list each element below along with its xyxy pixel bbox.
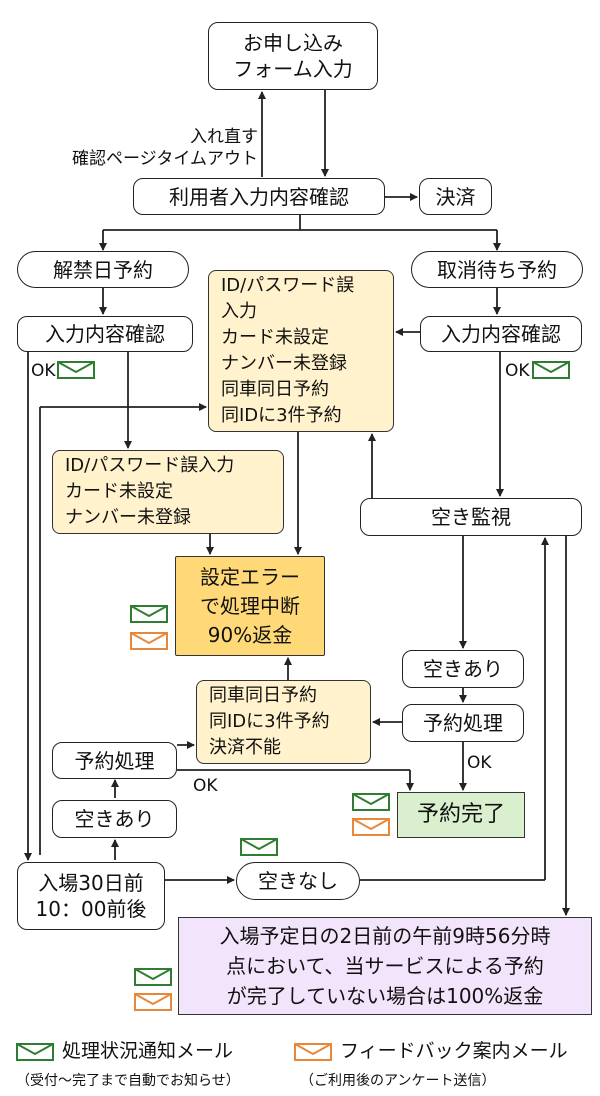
input-confirm-left-node: 入力内容確認 [17,316,193,352]
setting-error-node: 設定エラー で処理中断 90%返金 [175,556,325,656]
error-list-top-node: ID/パスワード誤 入力 カード未設定 ナンバー未登録 同車同日予約 同IDに3… [208,270,394,432]
feedback-mail-icon [134,993,172,1011]
feedback-mail-icon [352,818,390,836]
unlock-day-reservation-node: 解禁日予約 [17,251,189,288]
available-right-node: 空きあり [402,650,524,688]
cancellation-wait-reservation-node: 取消待ち予約 [411,251,583,288]
ok-reserve-label: OK [467,753,492,773]
feedback-mail-icon [130,632,168,650]
user-input-confirm-node: 利用者入力内容確認 [133,178,385,215]
status-mail-icon [134,968,172,986]
form-input-node: お申し込み フォーム入力 [208,22,378,90]
ok-mid-label: OK [193,776,218,796]
reserve-process-right-node: 予約処理 [402,704,524,742]
legend-feedback-mail-subtitle: （ご利用後のアンケート送信） [300,1073,496,1089]
error-list-bottom-node: 同車同日予約 同IDに3件予約 決済不能 [196,680,371,764]
available-left-node: 空きあり [52,800,177,838]
entry-30-days-node: 入場30日前 10：00前後 [17,862,165,930]
status-mail-icon [130,605,168,623]
vacancy-monitor-node: 空き監視 [360,498,582,536]
status-mail-icon [240,838,278,856]
legend-status-mail-title: 処理状況通知メール [62,1040,234,1062]
input-confirm-right-node: 入力内容確認 [420,316,582,352]
status-mail-icon [57,361,95,379]
no-vacancy-node: 空きなし [236,862,360,900]
ok-left-label: OK [31,361,56,381]
legend-feedback-mail-icon [294,1043,332,1061]
payment-node: 決済 [419,178,492,215]
legend-status-mail-icon [16,1043,54,1061]
error-list-mid-node: ID/パスワード誤入力 カード未設定 ナンバー未登録 [52,450,284,534]
status-mail-icon [352,793,390,811]
status-mail-icon [532,361,570,379]
refund-note-node: 入場予定日の2日前の午前9時56分時 点において、当サービスによる予約 が完了し… [178,917,592,1015]
reservation-complete-node: 予約完了 [397,792,525,838]
legend-status-mail-subtitle: （受付～完了まで自動でお知らせ） [16,1073,240,1089]
ok-right-label: OK [505,361,530,381]
reentry-label: 入れ直す 確認ページタイムアウト [72,127,258,169]
legend-feedback-mail-title: フィードバック案内メール [340,1040,568,1062]
reserve-process-left-node: 予約処理 [52,742,177,779]
